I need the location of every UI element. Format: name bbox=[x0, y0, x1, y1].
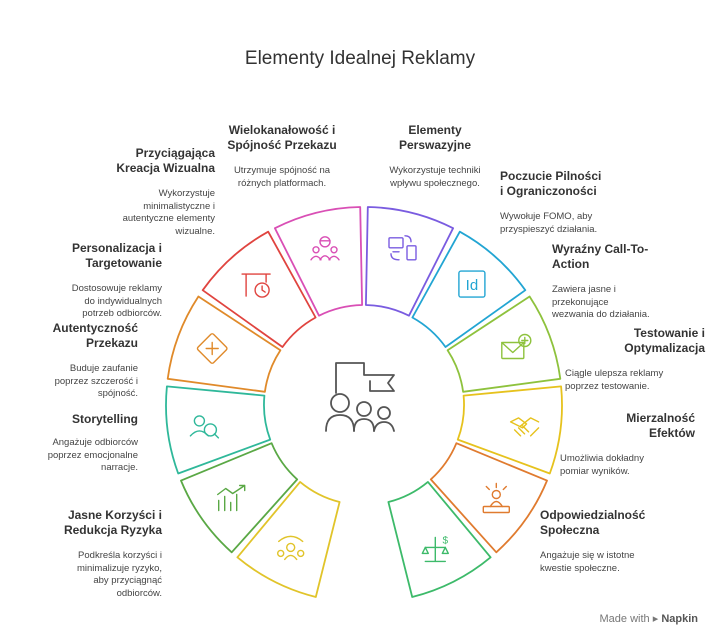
segment-8 bbox=[201, 230, 317, 348]
indesign-icon: Id bbox=[458, 270, 486, 298]
segment-11 bbox=[180, 442, 299, 554]
deadline-clock-icon bbox=[241, 273, 271, 298]
segment-6 bbox=[365, 206, 454, 317]
scale-money-icon: $ bbox=[421, 535, 449, 563]
storyteller-icon bbox=[482, 482, 510, 514]
user-search-icon bbox=[189, 415, 220, 439]
mail-add-icon bbox=[501, 333, 532, 360]
diagram-title: Elementy Idealnej Reklamy bbox=[244, 48, 476, 69]
plus-box-icon bbox=[196, 333, 228, 364]
segment-10 bbox=[165, 385, 272, 475]
segment-5 bbox=[411, 230, 527, 348]
label-title: Wyraźny Call-To-Action bbox=[552, 242, 649, 271]
segment-12 bbox=[236, 481, 341, 598]
community-icon bbox=[277, 535, 305, 561]
growth-chart-icon bbox=[216, 484, 246, 512]
segment-2 bbox=[429, 442, 548, 554]
svg-text:$: $ bbox=[443, 535, 449, 546]
label-title: Storytelling bbox=[71, 412, 138, 426]
group-icon bbox=[310, 236, 340, 261]
svg-text:Id: Id bbox=[466, 277, 479, 294]
segment-3 bbox=[456, 385, 563, 475]
devices-sync-icon bbox=[388, 235, 417, 261]
footer-credit: Made with ▸ Napkin bbox=[599, 613, 698, 625]
napkin-logo-icon: ▸ bbox=[652, 613, 659, 625]
segment-1 bbox=[387, 481, 492, 598]
handshake-icon bbox=[509, 417, 540, 437]
team-flag-icon bbox=[325, 362, 395, 432]
segment-7 bbox=[274, 206, 363, 317]
